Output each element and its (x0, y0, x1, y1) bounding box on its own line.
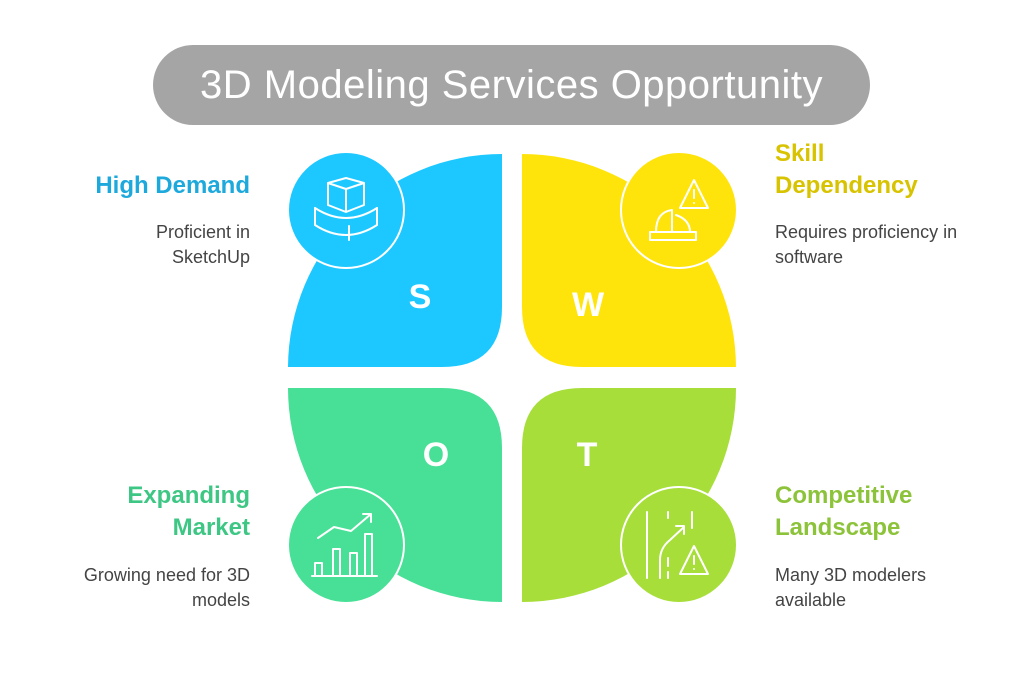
strength-quadrant (288, 154, 502, 367)
title-banner: 3D Modeling Services Opportunity (153, 45, 870, 125)
letter-t: T (577, 436, 598, 474)
growth-chart-icon (311, 513, 378, 577)
box-on-platform-icon (314, 177, 378, 241)
opportunity-heading: Expanding Market (127, 482, 250, 541)
opportunity-description: Growing need for 3D models (83, 565, 250, 610)
road-warning-icon (646, 511, 709, 579)
letter-w: W (572, 286, 605, 324)
weakness-description: Requires proficiency in software (775, 222, 958, 267)
threat-quadrant (522, 388, 736, 602)
weakness-heading: Skill Dependency (775, 140, 918, 199)
hardhat-warning-icon (649, 179, 709, 241)
strength-description: Proficient in SketchUp (155, 222, 250, 267)
opportunity-quadrant (288, 388, 502, 602)
threat-description: Many 3D modelers available (775, 565, 927, 610)
letter-o: O (423, 436, 449, 474)
strength-heading: High Demand (95, 172, 250, 199)
letter-s: S (409, 278, 432, 316)
weakness-quadrant (522, 154, 736, 367)
threat-heading: Competitive Landscape (775, 482, 913, 541)
